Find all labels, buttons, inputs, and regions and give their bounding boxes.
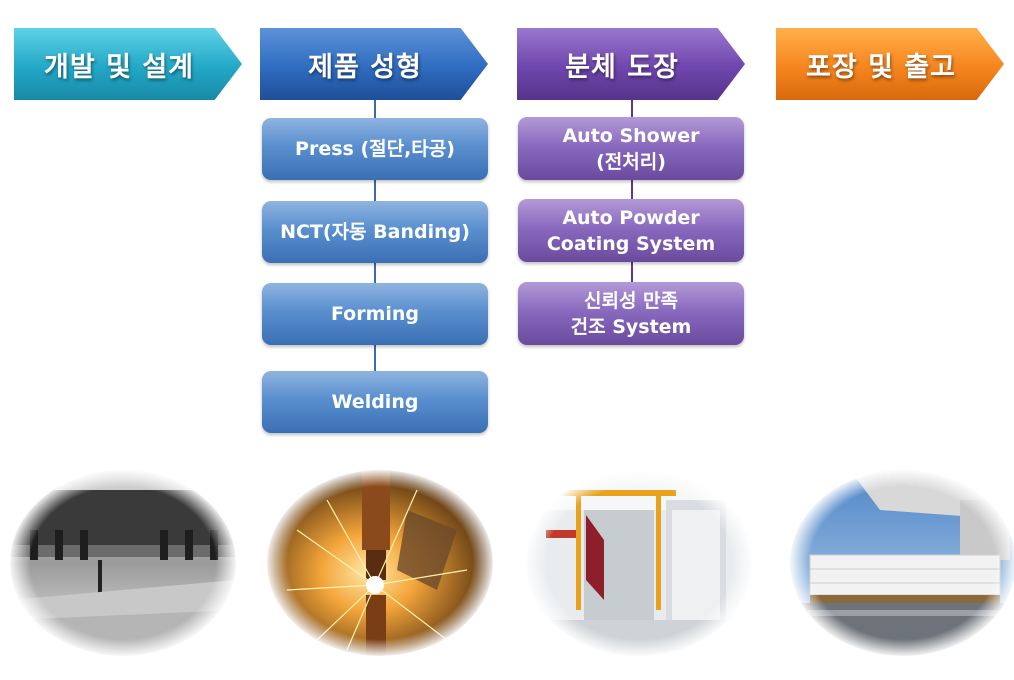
step-label: Welding (331, 391, 419, 413)
step-label: NCT(자동 Banding) (280, 221, 470, 243)
step-drying-system: 신뢰성 만족 건조 System (518, 282, 744, 345)
welding-sparks-photo (267, 470, 493, 656)
stage-label: 제품 성형 (308, 51, 422, 83)
step-label: Forming (330, 303, 420, 325)
step-forming: Forming (262, 283, 488, 345)
stage-label: 포장 및 출고 (806, 51, 956, 83)
stage-arrow-powder-coating: 분체 도장 (517, 28, 745, 100)
stage-arrow-packaging-shipping: 포장 및 출고 (776, 28, 1004, 100)
stage-arrow-forming: 제품 성형 (260, 28, 488, 100)
stage-label: 개발 및 설계 (44, 51, 194, 83)
step-press: Press (절단,타공) (262, 118, 488, 180)
stage-arrow-development: 개발 및 설계 (14, 28, 242, 100)
press-machine-photo (10, 470, 236, 656)
step-powder-coating: Auto Powder Coating System (518, 199, 744, 262)
packaging-shipping-photo (790, 470, 1014, 656)
painting-connector-line (631, 100, 633, 290)
step-label: Auto Powder Coating System (546, 206, 716, 255)
step-welding: Welding (262, 371, 488, 433)
powder-coating-booth-photo (526, 470, 752, 656)
step-label: Auto Shower (전처리) (562, 124, 700, 173)
step-auto-shower: Auto Shower (전처리) (518, 117, 744, 180)
stage-label: 분체 도장 (565, 51, 679, 83)
step-label: 신뢰성 만족 건조 System (570, 289, 692, 338)
step-label: Press (절단,타공) (295, 138, 455, 160)
step-nct: NCT(자동 Banding) (262, 201, 488, 263)
